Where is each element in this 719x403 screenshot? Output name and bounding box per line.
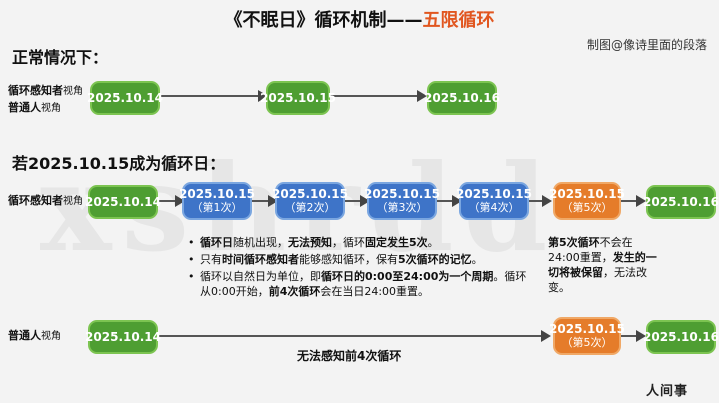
row-label-bold: 普通人: [8, 101, 41, 114]
date-box-green: 2025.10.16: [643, 320, 719, 354]
row-label-perceiver-loop: 循环感知者视角: [8, 193, 83, 209]
arrow-right-icon: [541, 330, 551, 342]
row-label-suffix: 视角: [41, 331, 61, 342]
section-normal-heading: 正常情况下：: [12, 48, 109, 67]
rule-bold: 前4次循环: [268, 285, 321, 298]
loop-count: （第2次）: [284, 201, 336, 214]
rule-item: 只有时间循环感知者能够感知循环，保有5次循环的记忆。: [186, 252, 531, 267]
loop-box-4: 2025.10.15（第4次）: [456, 182, 532, 220]
rule-item: 循环日随机出现，无法预知，循环固定发生5次。: [186, 235, 531, 250]
date-label: 2025.10.14: [85, 195, 161, 209]
rule-text: 。: [427, 236, 439, 249]
arrow-right-icon: [542, 195, 552, 207]
rule-text: 循环以自然日为单位，即: [200, 270, 321, 283]
row-label-bold: 循环感知者: [8, 194, 63, 207]
brand-logo: 人间事: [646, 384, 689, 399]
loop-date: 2025.10.15: [179, 187, 255, 201]
loop-box-2: 2025.10.15（第2次）: [272, 182, 348, 220]
date-label: 2025.10.16: [424, 91, 500, 105]
connector-line: [436, 200, 456, 202]
date-label: 2025.10.14: [85, 330, 161, 344]
arrow-right-icon: [360, 195, 370, 207]
rule-bold: 5次循环的记忆: [398, 253, 472, 266]
title-highlight: 五限循环: [422, 10, 495, 31]
rule-text: 能够感知循环，保有: [299, 253, 398, 266]
note-text: 不会在24:00重置，: [548, 236, 633, 264]
loop-date: 2025.10.15: [549, 187, 625, 201]
arrow-right-icon: [175, 195, 185, 207]
connector-line: [158, 95, 262, 97]
date-box-green: 2025.10.14: [87, 81, 163, 115]
row-label-bold: 普通人: [8, 329, 41, 342]
arrow-right-icon: [268, 195, 278, 207]
rule-text: 随机出现，: [233, 236, 288, 249]
rule-text: ，循环: [332, 236, 365, 249]
date-label: 2025.10.16: [643, 195, 719, 209]
arrow-right-icon: [417, 90, 427, 102]
loop-box-5: 2025.10.15（第5次）: [549, 182, 625, 220]
rule-text: 会在当日24:00重置。: [320, 285, 430, 298]
loop-box-5: 2025.10.15（第5次）: [549, 317, 625, 355]
loop-date: 2025.10.15: [549, 322, 625, 336]
rule-text: 只有: [200, 253, 222, 266]
row-label-suffix: 视角: [63, 196, 83, 207]
date-box-green: 2025.10.16: [643, 185, 719, 219]
note-text: ，无法改变。: [548, 266, 647, 294]
date-label: 2025.10.15: [260, 91, 336, 105]
arrow-right-icon: [258, 90, 268, 102]
date-label: 2025.10.16: [643, 330, 719, 344]
loop-date: 2025.10.15: [364, 187, 440, 201]
title-prefix: 《不眠日》循环机制——: [224, 10, 423, 31]
connector-line: [620, 200, 640, 202]
row-label-suffix: 视角: [63, 86, 83, 97]
connector-line: [344, 200, 364, 202]
row-label-ordinary-normal: 普通人视角: [8, 100, 61, 116]
date-box-green: 2025.10.16: [424, 81, 500, 115]
rules-list: 循环日随机出现，无法预知，循环固定发生5次。 只有时间循环感知者能够感知循环，保…: [186, 235, 531, 301]
connector-line: [528, 200, 546, 202]
date-box-green: 2025.10.14: [85, 320, 161, 354]
loop-count: （第5次）: [561, 201, 613, 214]
row-label-ordinary-loop: 普通人视角: [8, 328, 61, 344]
rule-bold: 无法预知: [288, 236, 332, 249]
page-title: 《不眠日》循环机制——五限循环: [0, 6, 719, 32]
row-label-bold: 循环感知者: [8, 84, 63, 97]
credit: 制图@像诗里面的段落: [586, 38, 707, 52]
loop-count: （第3次）: [376, 201, 428, 214]
arrow-right-icon: [452, 195, 462, 207]
connector-line: [250, 200, 272, 202]
loop-box-3: 2025.10.15（第3次）: [364, 182, 440, 220]
connector-line: [156, 335, 542, 337]
connector-line: [327, 95, 421, 97]
arrow-right-icon: [636, 195, 646, 207]
rule-item: 循环以自然日为单位，即循环日的0:00至24:00为一个周期。循环从0:00开始…: [186, 269, 531, 299]
loop-date: 2025.10.15: [272, 187, 348, 201]
date-box-green: 2025.10.15: [260, 81, 336, 115]
loop5-note: 第5次循环不会在24:00重置，发生的一切将被保留，无法改变。: [548, 235, 658, 295]
caption-cannot-perceive: 无法感知前4次循环: [297, 349, 402, 363]
rule-text: 。循环从0:00开始，: [200, 270, 527, 298]
loop-box-1: 2025.10.15（第1次）: [179, 182, 255, 220]
rule-bold: 固定发生5次: [365, 236, 428, 249]
row-label-perceiver-normal: 循环感知者视角: [8, 83, 83, 99]
loop-date: 2025.10.15: [456, 187, 532, 201]
loop-count: （第5次）: [561, 336, 613, 349]
loop-count: （第4次）: [468, 201, 520, 214]
rule-bold: 循环日的0:00至24:00为一个周期: [321, 270, 494, 283]
date-box-green: 2025.10.14: [85, 185, 161, 219]
note-bold: 发生的一切将被保留: [548, 251, 657, 279]
rule-text: 。: [471, 253, 483, 266]
loop-count: （第1次）: [191, 201, 243, 214]
note-bold: 第5次循环: [548, 236, 600, 249]
section-loop-heading: 若2025.10.15成为循环日：: [12, 154, 226, 173]
connector-line: [620, 335, 640, 337]
rule-bold: 时间循环感知者: [222, 253, 299, 266]
date-label: 2025.10.14: [87, 91, 163, 105]
rule-bold: 循环日: [200, 236, 233, 249]
arrow-right-icon: [636, 330, 646, 342]
row-label-suffix: 视角: [41, 103, 61, 114]
connector-line: [157, 200, 179, 202]
